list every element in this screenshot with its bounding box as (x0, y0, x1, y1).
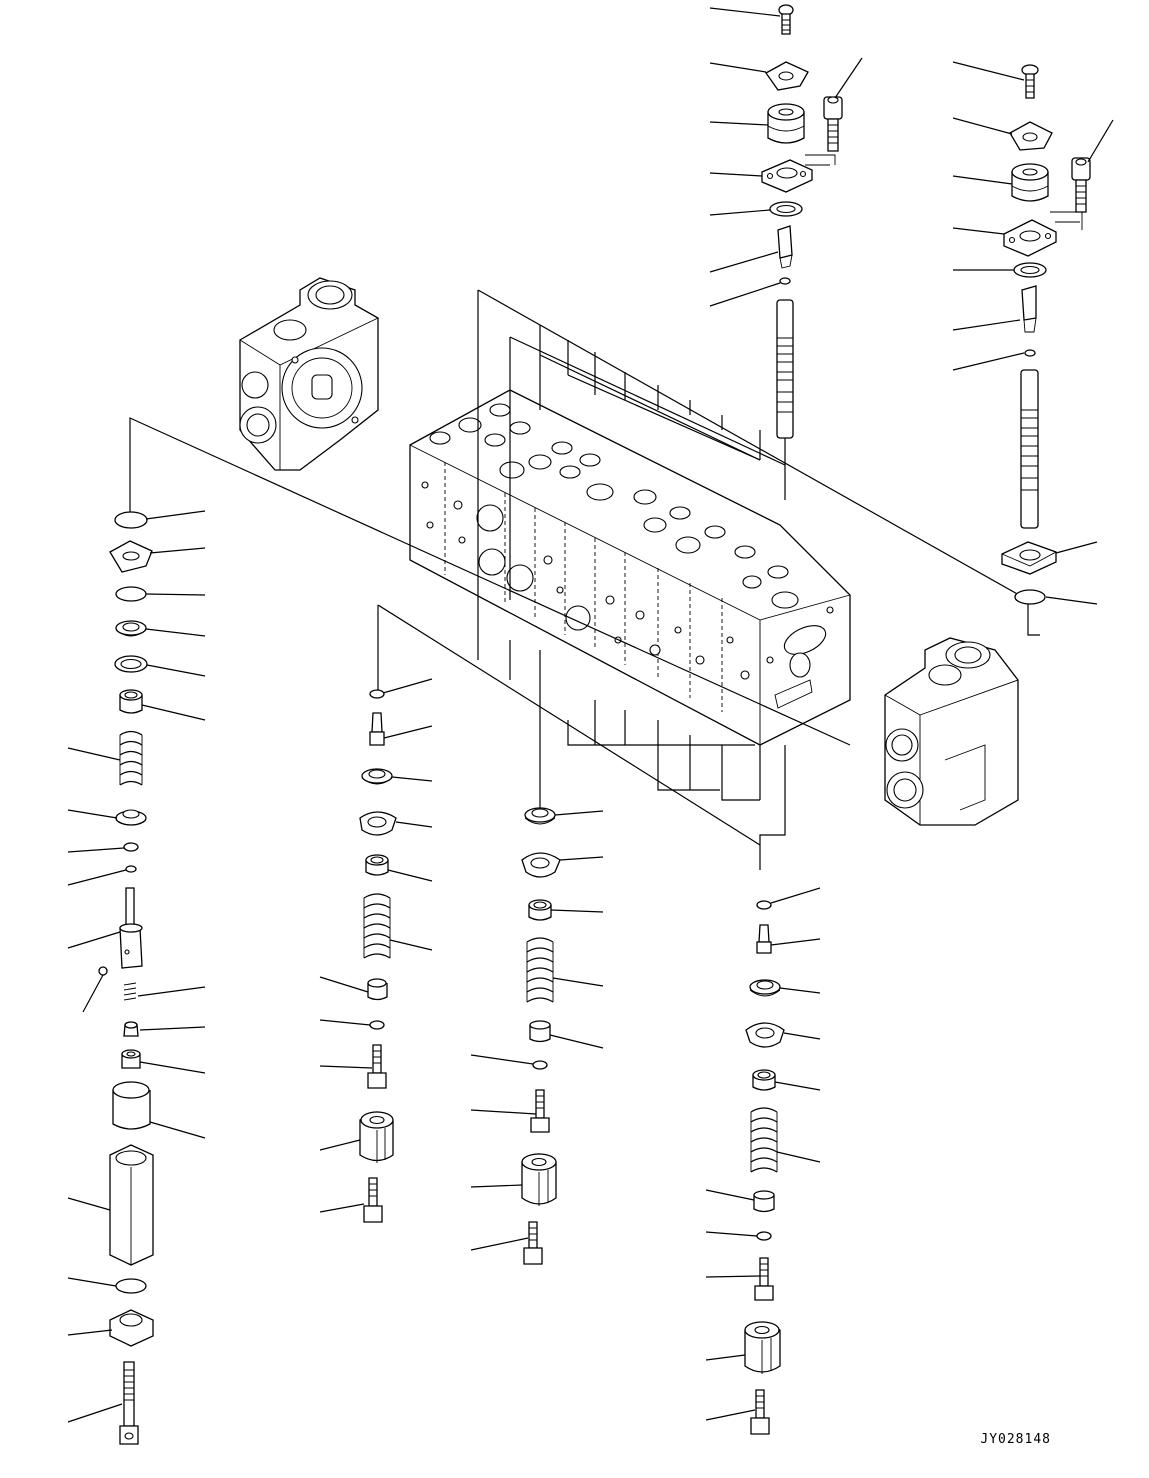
bolt-c4 (755, 1258, 773, 1300)
washer-l1 (115, 656, 147, 672)
cover-plate-2 (1010, 122, 1052, 150)
flange-1 (762, 160, 812, 192)
cap-bolt-1 (779, 5, 793, 34)
right-end-cover (885, 638, 1018, 825)
drawing-code: JY028148 (980, 1432, 1051, 1447)
gasket-c2 (360, 812, 396, 835)
column-four-parts (706, 888, 820, 1434)
flange-3 (1002, 542, 1056, 574)
spring-cap-2 (1012, 164, 1048, 201)
seat-c4 (754, 1191, 774, 1212)
block-top-ports (430, 404, 798, 608)
long-spool-2 (1021, 370, 1038, 528)
washer-1 (770, 202, 802, 216)
washer-c4 (757, 1232, 771, 1240)
spring-l2 (124, 983, 136, 1000)
o-ring-2 (1025, 350, 1035, 356)
block-side-ports (422, 482, 833, 708)
upper-center-spool-stack (710, 5, 862, 480)
cap-housing-c2 (360, 1112, 393, 1163)
seat-l1 (116, 810, 146, 825)
ball-l1 (99, 967, 107, 975)
o-ring-3 (1015, 590, 1045, 604)
stem-c2 (370, 713, 384, 745)
seal-cap-c4 (750, 980, 780, 996)
flange-l1 (110, 541, 152, 572)
o-ring-l4 (126, 866, 136, 872)
spring-c3 (527, 938, 553, 1002)
cap-l1 (110, 1310, 153, 1346)
bolt-c2b (364, 1178, 382, 1222)
spring-cap-1 (768, 104, 804, 143)
o-ring-l2 (116, 587, 146, 601)
seal-cap-c3 (525, 808, 555, 824)
washer-2 (1014, 263, 1046, 277)
washer-c2 (370, 1021, 384, 1029)
stem-1 (778, 226, 792, 268)
o-ring-l5 (116, 1279, 146, 1293)
housing-l1 (110, 1145, 153, 1265)
stem-c4 (757, 925, 771, 953)
flange-2 (1004, 220, 1056, 256)
o-ring-l1 (115, 512, 147, 528)
seat-c3 (530, 1021, 550, 1042)
spring-l1 (120, 732, 142, 786)
long-bolt-l1 (120, 1362, 138, 1444)
o-ring-c2-1 (370, 690, 384, 698)
stem-2 (1022, 286, 1036, 332)
o-ring-l3 (124, 843, 138, 851)
long-spool-1 (777, 300, 793, 438)
gasket-c4 (746, 1023, 784, 1047)
retainer-c3 (529, 900, 551, 920)
o-ring-1 (780, 278, 790, 284)
spring-c4 (751, 1108, 777, 1172)
cover-plate-1 (766, 62, 808, 90)
left-column-parts (68, 511, 205, 1444)
sleeve-l1 (113, 1082, 150, 1129)
cap-bolt-2 (1022, 65, 1038, 98)
o-ring-c4-1 (757, 901, 771, 909)
retainer-c2 (366, 855, 388, 875)
cap-housing-c3 (522, 1154, 556, 1206)
gasket-c3 (522, 853, 560, 877)
poppet-l1 (120, 888, 142, 968)
seal-cap-l1 (116, 621, 146, 636)
cap-housing-c4 (745, 1322, 780, 1374)
main-valve-block (410, 390, 850, 745)
plug-l2 (122, 1050, 140, 1068)
spring-c2 (364, 894, 390, 958)
washer-c3 (533, 1061, 547, 1069)
bolt-c2 (368, 1045, 386, 1088)
left-end-cover (240, 278, 378, 470)
socket-bolt-2 (1072, 158, 1090, 212)
bolt-c4b (751, 1390, 769, 1434)
column-two-parts (320, 679, 432, 1222)
bolt-c3 (531, 1090, 549, 1132)
seat-c2 (368, 979, 387, 1000)
plug-l1 (124, 1022, 138, 1036)
seal-cap-c2 (362, 769, 392, 784)
bolt-c3b (524, 1222, 542, 1264)
column-three-parts (471, 808, 603, 1264)
retainer-c4 (753, 1070, 775, 1090)
retainer-l1 (120, 690, 142, 713)
upper-right-spool-stack (953, 62, 1113, 604)
socket-bolt-1 (824, 97, 842, 151)
